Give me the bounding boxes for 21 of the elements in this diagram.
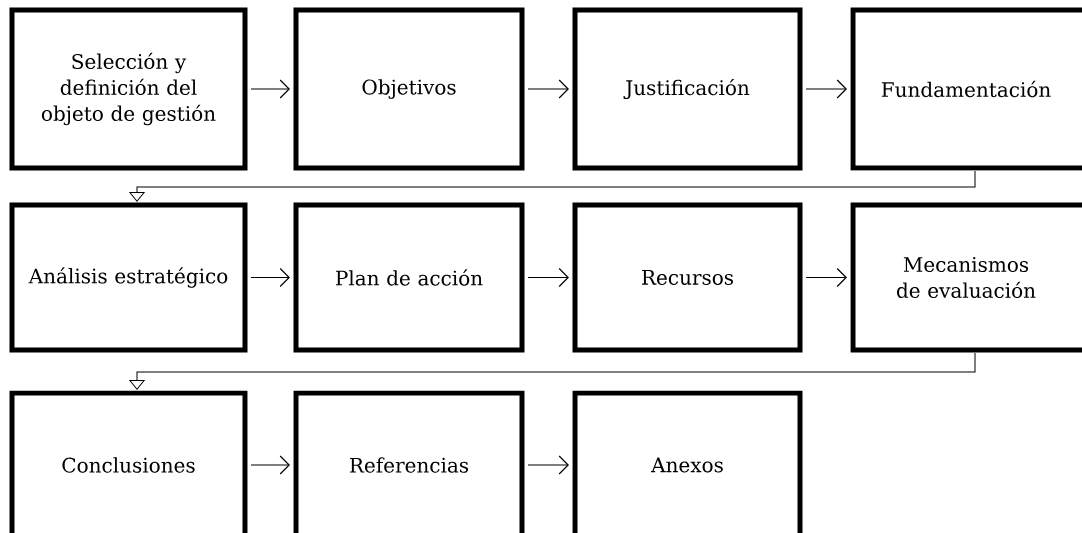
process-box: Conclusiones	[9, 390, 248, 533]
process-box: Selección y definición del objeto de gestión	[9, 7, 248, 171]
arrow	[527, 455, 569, 475]
process-box: Justificación	[572, 7, 803, 171]
arrow	[129, 170, 976, 202]
arrow	[527, 267, 569, 288]
process-box: Plan de acción	[293, 202, 525, 353]
arrow	[129, 352, 976, 390]
arrow	[805, 267, 847, 288]
process-box: Anexos	[572, 390, 803, 533]
process-box: Análisis estratégico	[9, 202, 248, 353]
arrow	[805, 79, 847, 99]
process-box: Referencias	[293, 390, 525, 533]
arrow	[250, 267, 290, 288]
process-box: Fundamentación	[850, 7, 1082, 171]
arrow	[527, 79, 569, 99]
process-box: Objetivos	[293, 7, 525, 171]
process-box: Recursos	[572, 202, 803, 353]
process-box: Mecanismos de evaluación	[850, 202, 1082, 353]
arrow	[250, 455, 290, 475]
arrow	[250, 79, 290, 99]
